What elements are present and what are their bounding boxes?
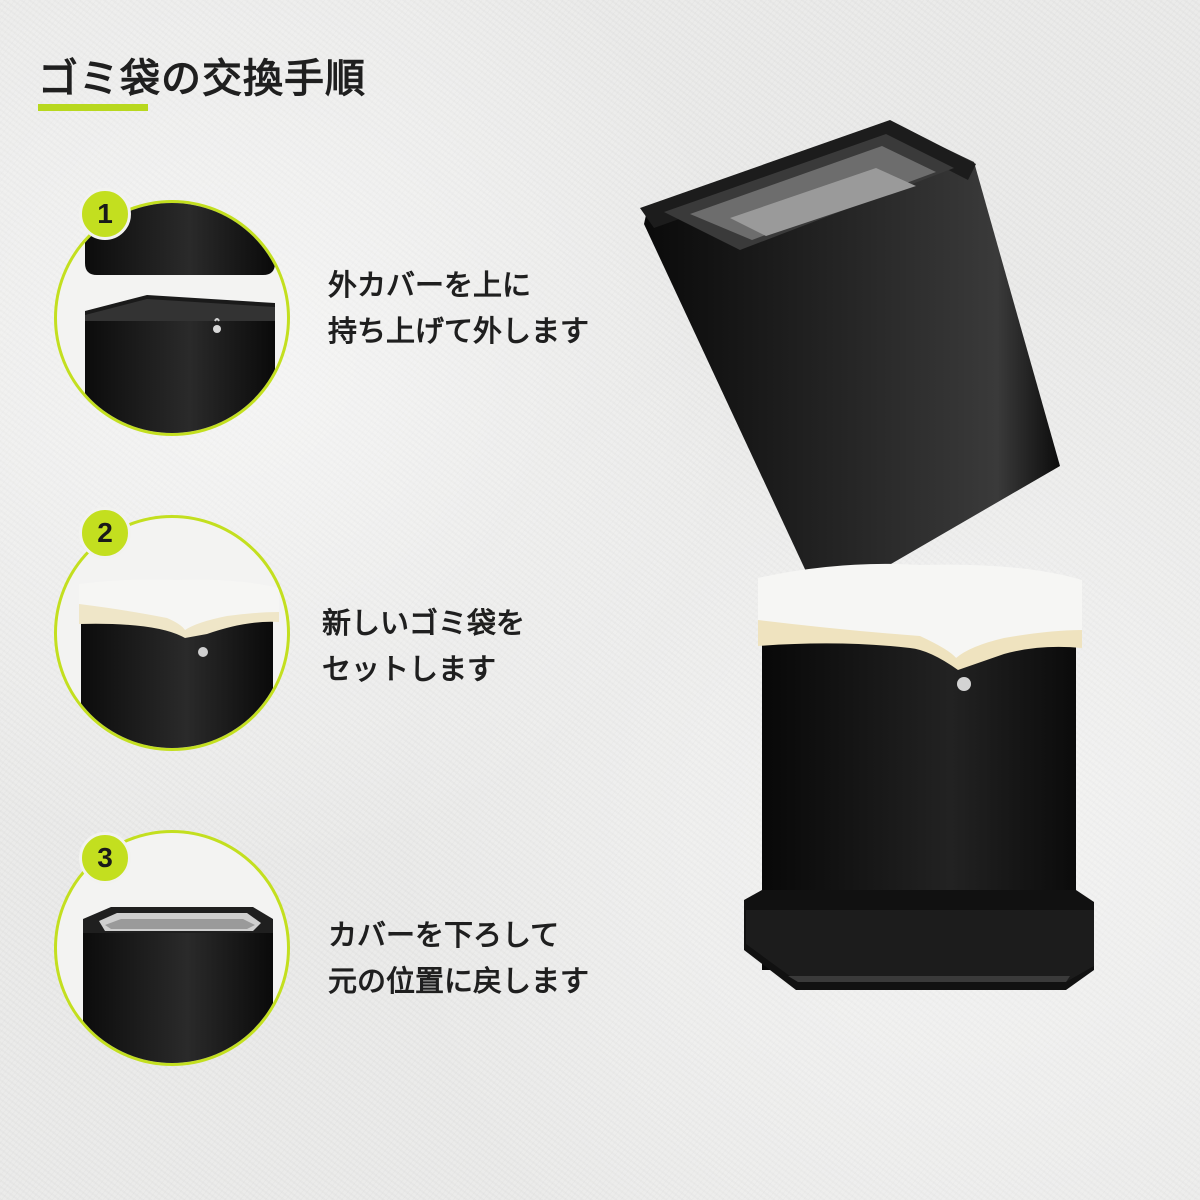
lift-outer-cover-image xyxy=(85,203,275,433)
step-1-badge: 1 xyxy=(79,188,131,240)
title-underline xyxy=(38,104,148,111)
garbage-bag xyxy=(758,563,1082,691)
step-1-line-2: 持ち上げて外します xyxy=(328,314,590,348)
step-3-text: カバーを下ろして 元の位置に戻します xyxy=(328,912,589,1004)
step-2-image xyxy=(54,515,290,751)
step-3-badge: 3 xyxy=(79,832,131,884)
inner-bucket xyxy=(744,610,1094,990)
step-1-line-1: 外カバーを上に xyxy=(328,268,532,302)
step-1-text: 外カバーを上に 持ち上げて外します xyxy=(328,262,589,354)
replace-cover-image xyxy=(83,907,273,1063)
step-3-line-1: カバーを下ろして xyxy=(328,918,560,952)
step-1-image xyxy=(54,200,290,436)
outer-cover-lifted xyxy=(640,120,1060,594)
trash-can-illustration xyxy=(640,120,1094,990)
step-3-image xyxy=(54,830,290,1066)
step-2-line-2: セットします xyxy=(322,652,497,686)
step-2-badge: 2 xyxy=(79,507,131,559)
page-title: ゴミ袋の交換手順 xyxy=(38,56,366,102)
step-2-line-1: 新しいゴミ袋を xyxy=(322,606,526,640)
set-new-bag-image xyxy=(79,579,279,748)
step-2-text: 新しいゴミ袋を セットします xyxy=(322,600,525,692)
step-3-line-2: 元の位置に戻します xyxy=(328,964,590,998)
